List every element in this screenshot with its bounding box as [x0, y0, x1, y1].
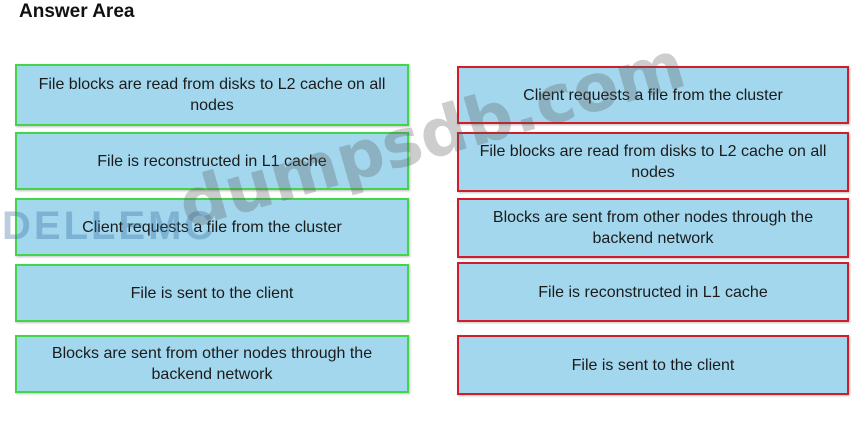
action-item-send-to-client[interactable]: File is sent to the client	[15, 264, 409, 322]
answer-slot-2[interactable]: File blocks are read from disks to L2 ca…	[457, 132, 849, 192]
answer-area-title: Answer Area	[19, 1, 135, 22]
answer-slot-3[interactable]: Blocks are sent from other nodes through…	[457, 198, 849, 258]
answer-slot-4[interactable]: File is reconstructed in L1 cache	[457, 262, 849, 322]
action-item-client-request[interactable]: Client requests a file from the cluster	[15, 198, 409, 256]
action-item-reconstruct-l1[interactable]: File is reconstructed in L1 cache	[15, 132, 409, 190]
action-item-read-to-l2[interactable]: File blocks are read from disks to L2 ca…	[15, 64, 409, 126]
action-item-backend-network[interactable]: Blocks are sent from other nodes through…	[15, 335, 409, 393]
answer-slot-5[interactable]: File is sent to the client	[457, 335, 849, 395]
answer-slot-1[interactable]: Client requests a file from the cluster	[457, 66, 849, 124]
